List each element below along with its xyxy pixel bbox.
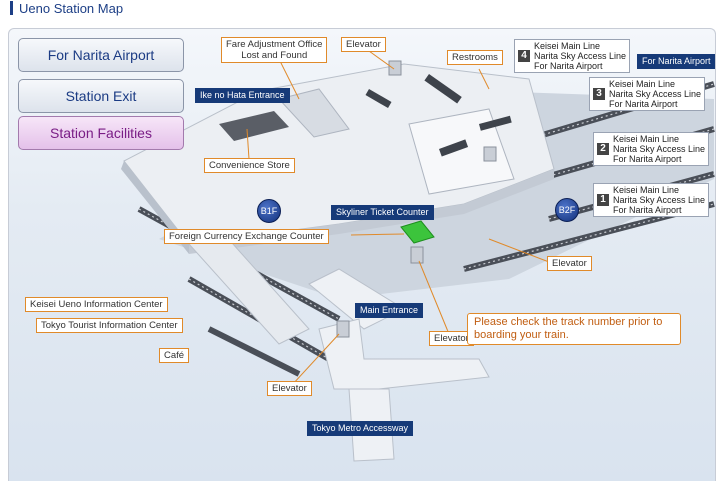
elevator-center-label: Elevator: [429, 331, 474, 346]
fare-adjustment-label: Fare Adjustment Office Lost and Found: [221, 37, 328, 63]
track-2-line-1: Keisei Main Line: [613, 134, 680, 144]
for-narita-airport-tag: For Narita Airport: [637, 54, 715, 69]
for-narita-airport-button[interactable]: For Narita Airport: [18, 38, 184, 72]
escalators: [365, 73, 512, 157]
floor-b1f-badge: B1F: [257, 199, 281, 223]
title-accent-bar: [10, 1, 13, 15]
map-panel: For Narita Airport Station Exit Station …: [8, 28, 716, 481]
track-3-line-3: For Narita Airport: [609, 99, 678, 109]
track-2-line-2: Narita Sky Access Line: [613, 144, 706, 154]
main-entrance-label[interactable]: Main Entrance: [355, 303, 424, 318]
track-3-number: 3: [593, 88, 605, 100]
page-title: Ueno Station Map: [19, 0, 124, 16]
track-4-line-3: For Narita Airport: [534, 61, 603, 71]
track-4-line-1: Keisei Main Line: [534, 41, 601, 51]
track-4-number: 4: [518, 50, 530, 62]
track-1-line-2: Narita Sky Access Line: [613, 195, 706, 205]
metro-walkway: [318, 318, 490, 390]
track-1-number: 1: [597, 194, 609, 206]
foreign-currency-exchange-label: Foreign Currency Exchange Counter: [164, 229, 329, 244]
tokyo-tourist-info-label: Tokyo Tourist Information Center: [36, 318, 183, 333]
ike-no-hata-entrance-label[interactable]: Ike no Hata Entrance: [195, 88, 290, 103]
track-2-line-3: For Narita Airport: [613, 154, 682, 164]
keisei-info-center-label: Keisei Ueno Information Center: [25, 297, 168, 312]
station-facilities-button[interactable]: Station Facilities: [18, 116, 184, 150]
cafe-label: Café: [159, 348, 190, 363]
track-3-line-2: Narita Sky Access Line: [609, 89, 702, 99]
convenience-store-block: [219, 111, 289, 141]
convenience-store-label: Convenience Store: [204, 158, 295, 173]
skyliner-ticket-counter-label: Skyliner Ticket Counter: [331, 205, 434, 220]
elevator-bottom-label: Elevator: [267, 381, 312, 396]
page-header: Ueno Station Map: [10, 0, 123, 16]
floor-b2f-badge: B2F: [555, 198, 579, 222]
track-1-line-1: Keisei Main Line: [613, 185, 680, 195]
track-check-notice: Please check the track number prior to b…: [467, 313, 681, 345]
restrooms-label: Restrooms: [447, 50, 503, 65]
track-2-number: 2: [597, 143, 609, 155]
track-4-line-2: Narita Sky Access Line: [534, 51, 627, 61]
tokyo-metro-accessway-label[interactable]: Tokyo Metro Accessway: [307, 421, 414, 436]
elevator-top-label: Elevator: [341, 37, 386, 52]
track-3-line-1: Keisei Main Line: [609, 79, 676, 89]
station-exit-button[interactable]: Station Exit: [18, 79, 184, 113]
skyliner-counter-highlight: [400, 220, 435, 244]
elevator-right-label: Elevator: [547, 256, 592, 271]
track-1-line-3: For Narita Airport: [613, 205, 682, 215]
